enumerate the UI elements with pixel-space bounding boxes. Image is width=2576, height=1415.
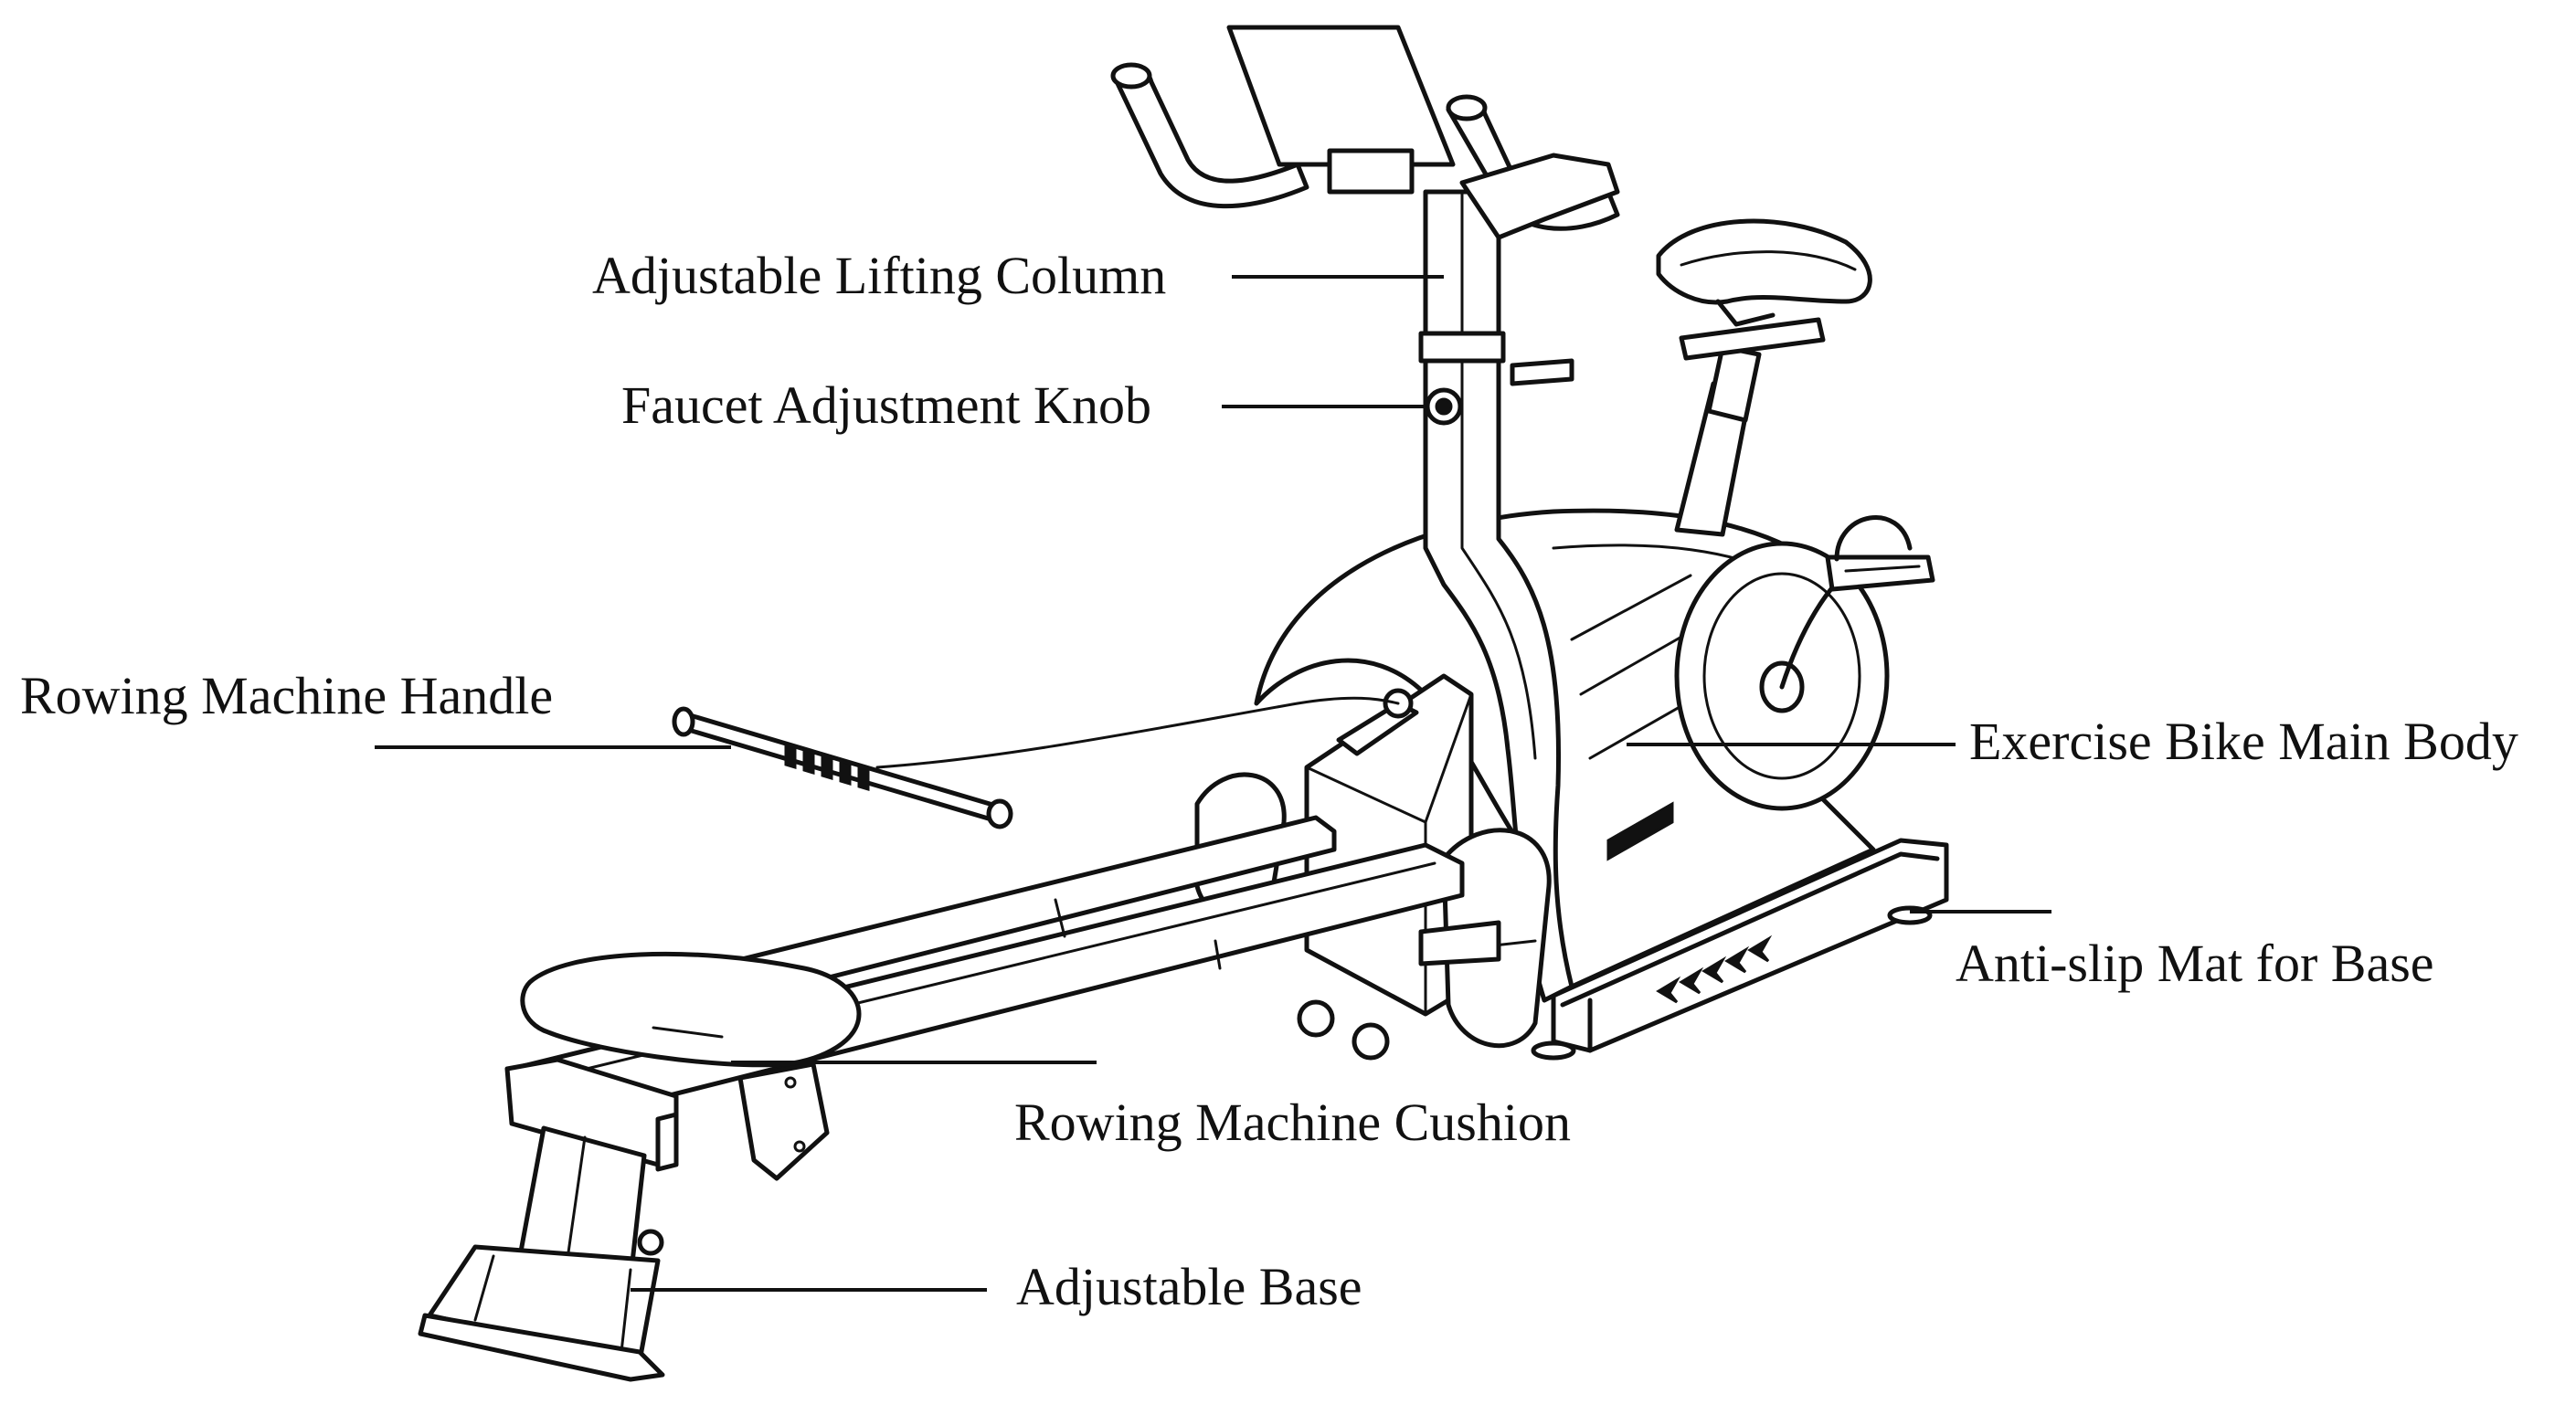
pedal-crank — [1779, 515, 1935, 690]
bike-main-body — [1254, 508, 1890, 989]
label-adjustable-lifting-column: Adjustable Lifting Column — [592, 246, 1167, 305]
label-rowing-machine-handle: Rowing Machine Handle — [20, 666, 554, 725]
rowing-cushion — [520, 951, 862, 1068]
rowing-handle — [672, 696, 1400, 829]
handlebar-console — [1110, 25, 1620, 240]
label-faucet-adjustment-knob: Faucet Adjustment Knob — [621, 375, 1151, 435]
leader-lines — [375, 275, 2051, 1292]
label-adjustable-base: Adjustable Base — [1016, 1257, 1362, 1316]
adjustable-base-leg — [418, 1125, 665, 1382]
base-chevron-marks — [1656, 935, 1773, 1004]
label-exercise-bike-main-body: Exercise Bike Main Body — [1969, 712, 2518, 771]
seat-assembly — [1656, 218, 1872, 537]
label-anti-slip-mat-for-base: Anti-slip Mat for Base — [1956, 934, 2434, 993]
label-rowing-machine-cushion: Rowing Machine Cushion — [1014, 1093, 1571, 1152]
